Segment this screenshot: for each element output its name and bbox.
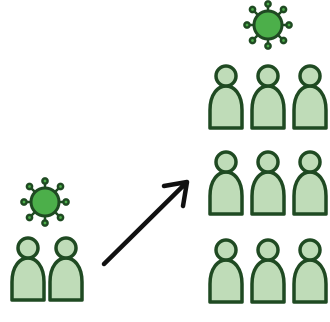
person-icon [292, 150, 328, 216]
large-group [208, 0, 328, 304]
person-icon [250, 238, 286, 304]
person-icon [10, 236, 46, 302]
person-icon [208, 238, 244, 304]
person-icon [292, 238, 328, 304]
person-icon [208, 150, 244, 216]
small-group [10, 176, 84, 302]
person-icon [48, 236, 84, 302]
person-icon [250, 150, 286, 216]
person-icon [292, 64, 328, 130]
virus-icon [19, 176, 71, 228]
arrow-icon [101, 179, 190, 267]
person-icon [208, 64, 244, 130]
virus-icon [242, 0, 294, 51]
person-icon [250, 64, 286, 130]
